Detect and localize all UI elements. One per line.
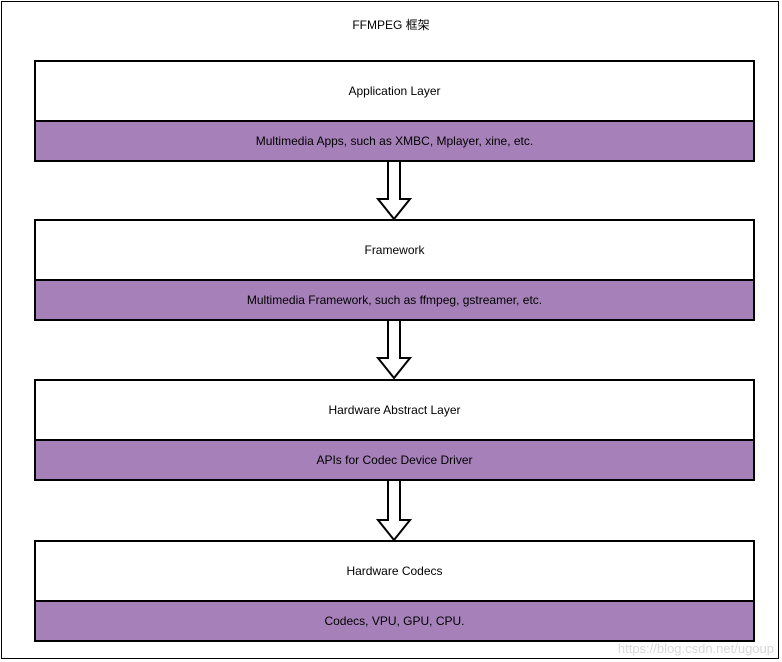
watermark: https://blog.csdn.net/ugoup: [617, 641, 774, 656]
layer-hardware-codecs-name: Hardware Codecs: [36, 542, 753, 602]
layer-application: Application Layer Multimedia Apps, such …: [34, 60, 755, 162]
layer-application-detail: Multimedia Apps, such as XMBC, Mplayer, …: [36, 122, 753, 160]
layer-application-name: Application Layer: [36, 62, 753, 122]
diagram-title: FFMPEG 框架: [352, 18, 430, 32]
layer-hardware-codecs-detail: Codecs, VPU, GPU, CPU.: [36, 602, 753, 640]
layer-framework-name: Framework: [36, 221, 753, 281]
layer-framework: Framework Multimedia Framework, such as …: [34, 219, 755, 321]
down-arrow-icon: [376, 480, 412, 542]
down-arrow-icon: [376, 320, 412, 380]
layer-framework-detail: Multimedia Framework, such as ffmpeg, gs…: [36, 281, 753, 319]
layer-hardware-abstract-name: Hardware Abstract Layer: [36, 381, 753, 441]
layer-hardware-codecs: Hardware Codecs Codecs, VPU, GPU, CPU.: [34, 540, 755, 642]
down-arrow-icon: [376, 161, 412, 221]
layer-hardware-abstract: Hardware Abstract Layer APIs for Codec D…: [34, 379, 755, 481]
layer-hardware-abstract-detail: APIs for Codec Device Driver: [36, 441, 753, 479]
